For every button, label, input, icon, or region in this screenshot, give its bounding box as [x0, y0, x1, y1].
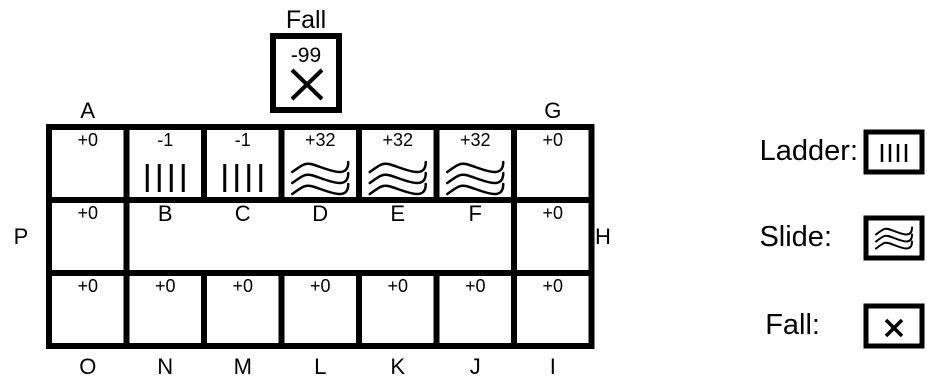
- cell-value: -1: [235, 130, 251, 150]
- cell-value: +32: [460, 130, 491, 150]
- cell-label-F: F: [469, 201, 482, 226]
- legend-label: Ladder:: [760, 135, 858, 167]
- legend-box: [863, 303, 925, 349]
- cell-bottom-0: +0: [77, 276, 98, 296]
- cell-label-N: N: [157, 354, 173, 379]
- cell-value: +0: [77, 130, 98, 150]
- cell-label-O: O: [79, 354, 96, 379]
- cell-label-M: M: [234, 354, 252, 379]
- cell-top-1: -1: [145, 130, 185, 192]
- slide-icon: [291, 160, 350, 196]
- cell-value: +0: [542, 276, 563, 296]
- cell-label-A: A: [80, 98, 95, 123]
- cell-value: +0: [542, 130, 563, 150]
- cell-top-2: -1: [223, 130, 263, 192]
- cell-bottom-2: +0: [232, 276, 253, 296]
- cell-value: -1: [157, 130, 173, 150]
- slide-icon: [875, 226, 913, 250]
- grid-border: [46, 124, 595, 349]
- cell-value: +0: [77, 276, 98, 296]
- ladder-icon: [145, 164, 185, 192]
- cell-value: +0: [232, 276, 253, 296]
- legend-box: [863, 215, 925, 261]
- cell-value: +0: [77, 203, 98, 223]
- cell-label-J: J: [470, 354, 481, 379]
- cell-value: +32: [382, 130, 413, 150]
- ladder-icon: [223, 164, 263, 192]
- cell-bottom-6: +0: [542, 276, 563, 296]
- legend-box: [863, 129, 925, 175]
- cell-label-I: I: [550, 354, 556, 379]
- fall-x-icon: [884, 318, 904, 338]
- cell-value: +0: [465, 276, 486, 296]
- legend-item-fall: Fall:: [765, 303, 925, 349]
- slide-icon: [368, 160, 427, 196]
- cell-label-H: H: [595, 224, 611, 249]
- cell-value: +32: [305, 130, 336, 150]
- cell-bottom-1: +0: [155, 276, 176, 296]
- cell-bottom-3: +0: [310, 276, 331, 296]
- cell-label-B: B: [158, 201, 173, 226]
- cell-top-0: +0: [77, 130, 98, 150]
- cell-top-6: +0: [542, 130, 563, 150]
- cell-label-E: E: [390, 201, 405, 226]
- cell-value: +0: [310, 276, 331, 296]
- fall-cell-value: -99: [291, 44, 321, 67]
- cell-bottom-5: +0: [465, 276, 486, 296]
- cell-bottom-4: +0: [387, 276, 408, 296]
- cell-top-4: +32: [368, 130, 427, 196]
- fall-x-icon: [290, 68, 324, 101]
- fall-cell-border: [270, 33, 342, 113]
- cell-label-L: L: [314, 354, 326, 379]
- ladder-icon: [880, 144, 908, 162]
- cell-top-5: +32: [446, 130, 505, 196]
- cell-label-C: C: [235, 201, 251, 226]
- legend-label: Fall:: [765, 309, 820, 341]
- legend: Ladder: Slide: Fall:: [759, 129, 925, 349]
- cell-value: +0: [387, 276, 408, 296]
- cell-value: +0: [542, 203, 563, 223]
- legend-item-ladder: Ladder:: [760, 129, 925, 175]
- cell-label-G: G: [544, 98, 561, 123]
- cell-value: +0: [155, 276, 176, 296]
- fall-cell-title: Fall: [286, 6, 326, 34]
- cell-top-3: +32: [291, 130, 350, 196]
- cell-label-K: K: [390, 354, 405, 379]
- legend-label: Slide:: [759, 221, 832, 253]
- middle-row: +0 +0 B C D E F: [77, 201, 563, 226]
- cell-label-P: P: [14, 224, 29, 249]
- legend-item-slide: Slide:: [759, 215, 925, 261]
- slide-icon: [446, 160, 505, 196]
- fall-cell: Fall -99: [270, 6, 342, 113]
- cell-label-D: D: [312, 201, 328, 226]
